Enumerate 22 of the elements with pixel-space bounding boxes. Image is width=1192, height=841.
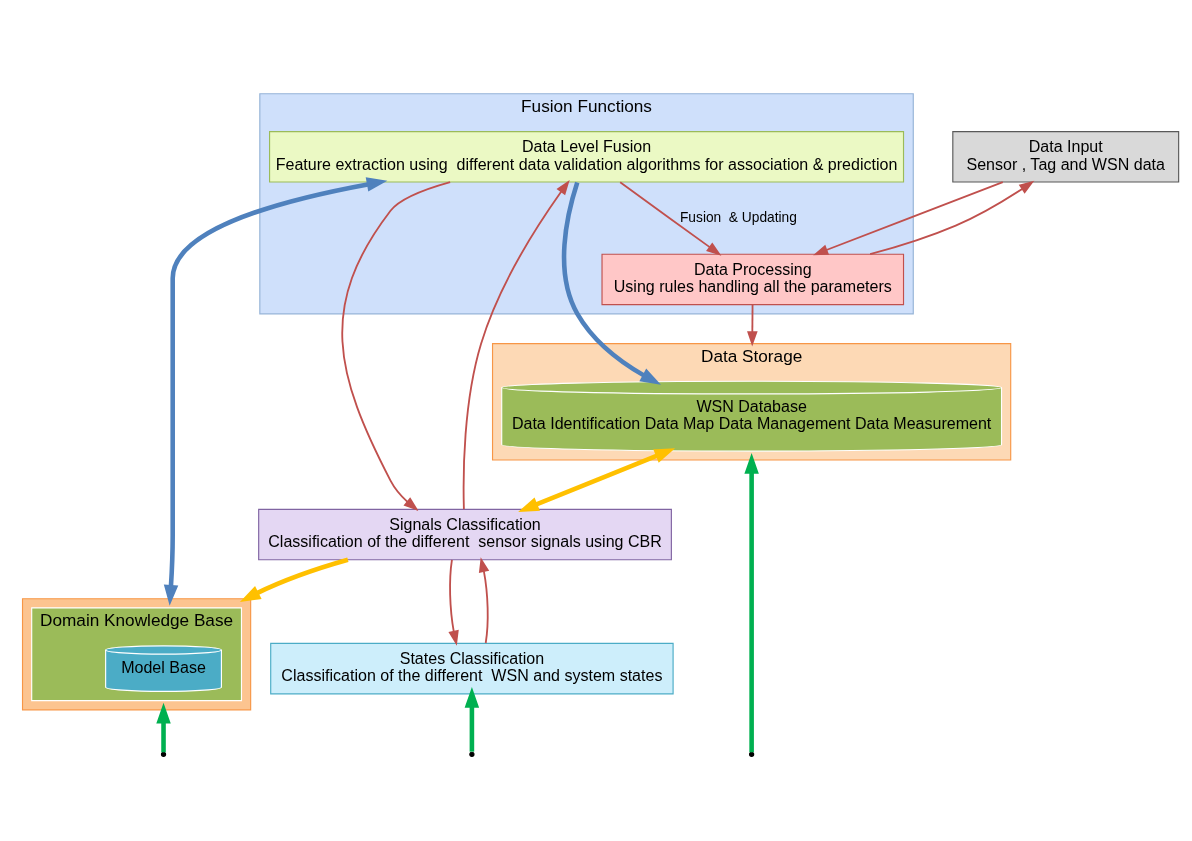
arrow	[478, 557, 490, 644]
node-box: Signals Classification Classification of the different sensor signals using CBR	[258, 508, 672, 561]
node-box: Data Processing Using rules handling all the parameters	[601, 253, 905, 306]
arrow	[464, 686, 480, 752]
arrow	[561, 181, 661, 385]
arrow	[747, 304, 758, 347]
arrow	[744, 453, 759, 753]
arrow	[518, 448, 676, 512]
cluster	[21, 598, 252, 711]
arrow	[163, 177, 388, 606]
arrow	[341, 181, 452, 511]
arrow	[462, 179, 570, 511]
arrow	[448, 558, 459, 646]
arrow	[869, 180, 1035, 256]
arrow	[619, 181, 722, 256]
arrow	[813, 181, 1004, 256]
node-box: States Classification Classification of the different WSN and system states	[270, 642, 674, 695]
node-box: Data Level Fusion Feature extraction using different data validation algorithms for association & prediction	[269, 131, 905, 183]
edge-label: Fusion & Updating	[679, 209, 797, 225]
arrow	[156, 702, 171, 753]
arrow	[239, 557, 349, 602]
node-box: Data Input Sensor , Tag and WSN data	[952, 131, 1180, 183]
